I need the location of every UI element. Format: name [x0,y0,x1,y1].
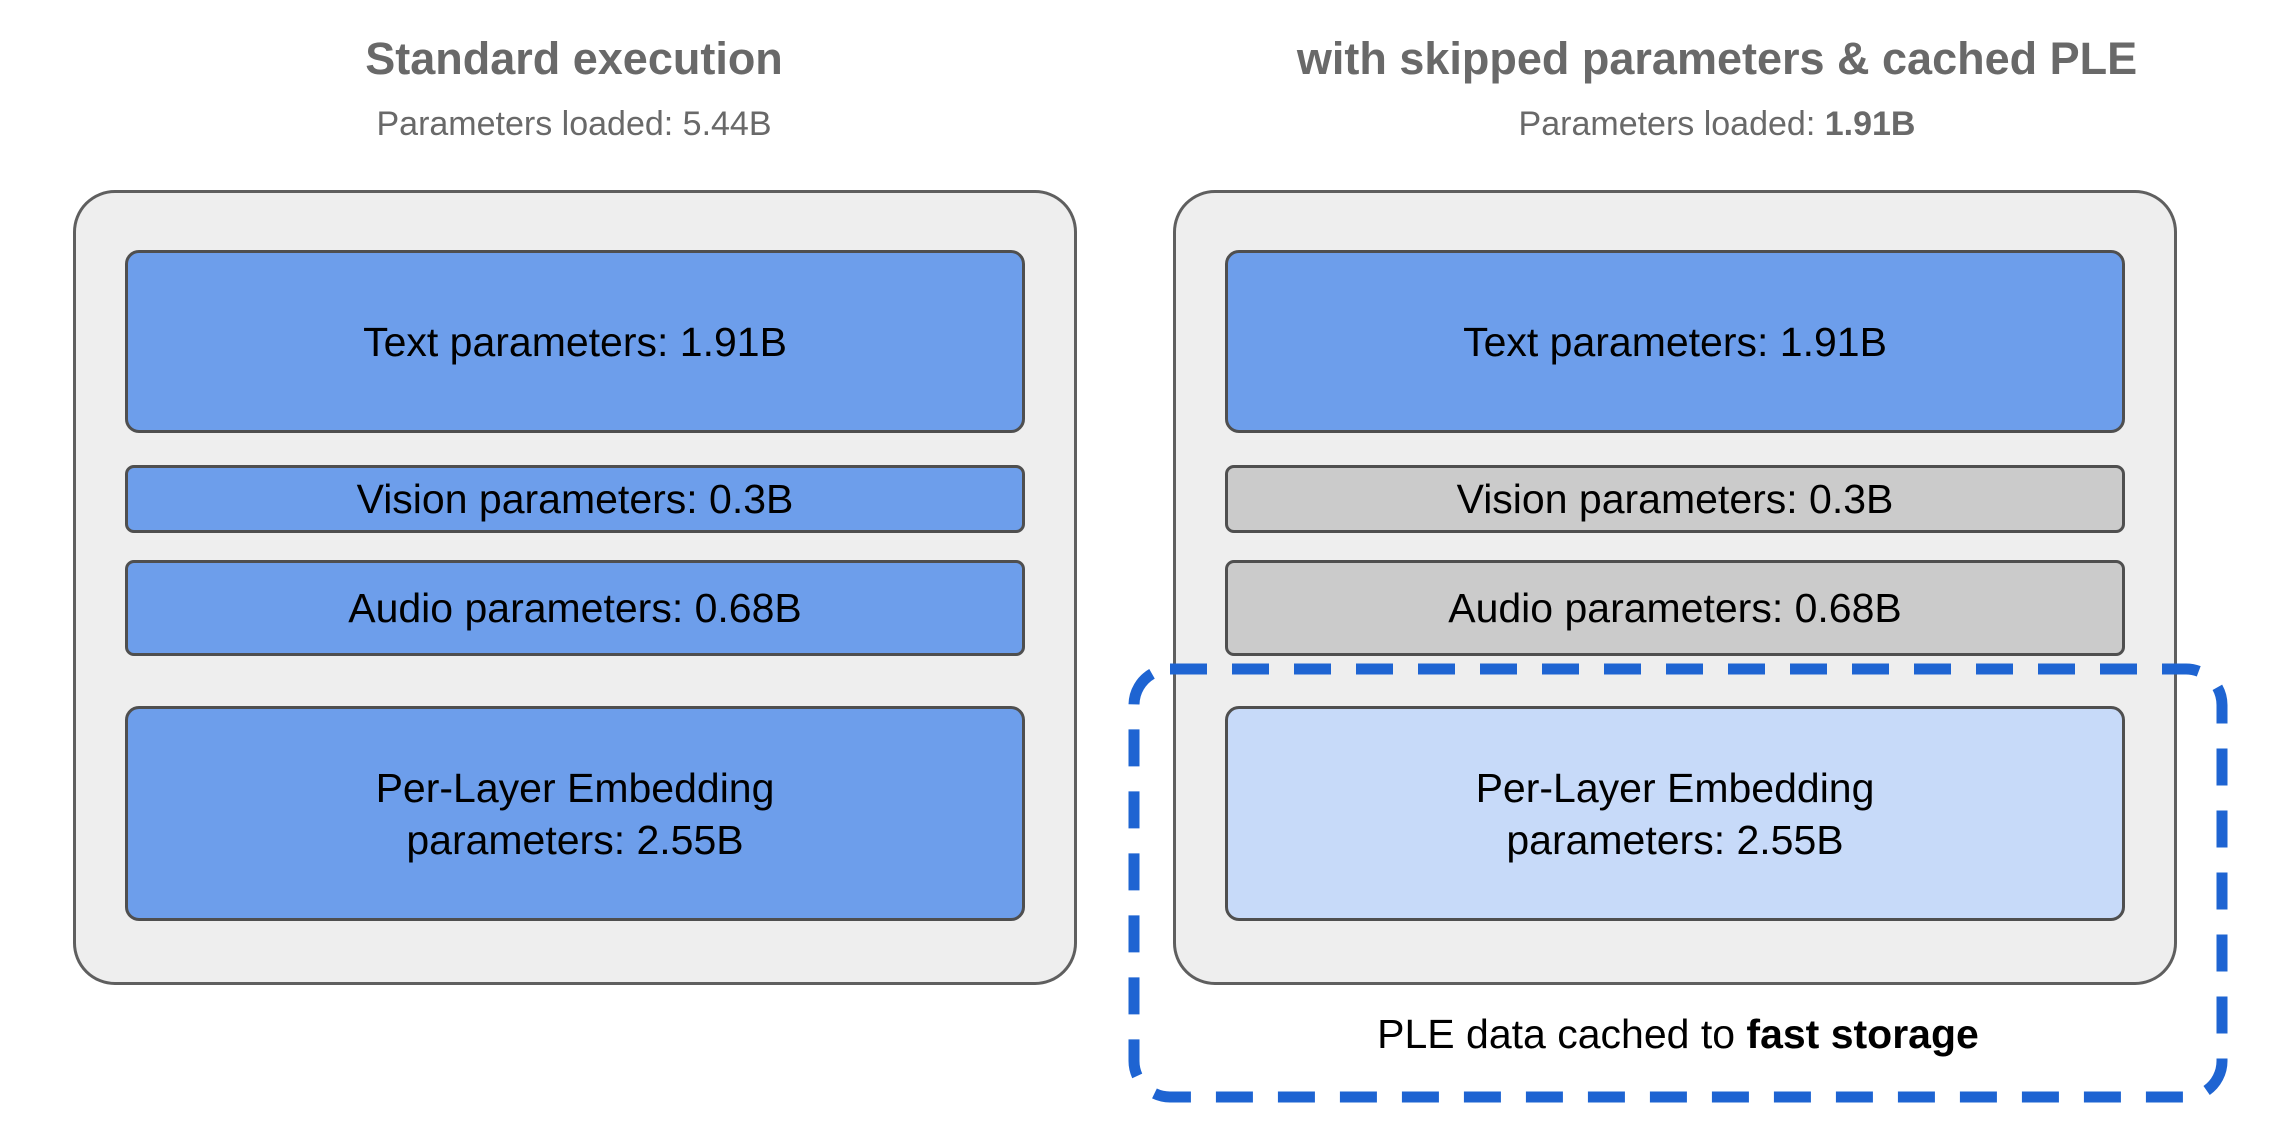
right-ple-params-label-line2: parameters: 2.55B [1506,816,1844,863]
right-ple-params-bar-cached: Per-Layer Embedding parameters: 2.55B [1225,706,2125,921]
right-audio-params-bar-skipped: Audio parameters: 0.68B [1225,560,2125,656]
left-ple-params-label-line2: parameters: 2.55B [406,816,744,863]
left-ple-params-bar: Per-Layer Embedding parameters: 2.55B [125,706,1025,921]
left-panel-subtitle: Parameters loaded: 5.44B [0,102,1148,146]
right-model-container: Text parameters: 1.91B Vision parameters… [1173,190,2177,985]
right-vision-params-label: Vision parameters: 0.3B [1456,476,1894,522]
right-audio-params-label: Audio parameters: 0.68B [1448,585,1902,631]
right-text-params-bar: Text parameters: 1.91B [1225,250,2125,433]
right-ple-params-label-line1: Per-Layer Embedding [1475,764,1875,811]
left-text-params-bar: Text parameters: 1.91B [125,250,1025,433]
left-ple-params-label-line1: Per-Layer Embedding [375,764,775,811]
left-text-params-label: Text parameters: 1.91B [363,318,787,365]
left-audio-params-label: Audio parameters: 0.68B [348,585,802,631]
cached-ple-dashed-outline [1128,663,2228,1103]
right-panel-header: with skipped parameters & cached PLE Par… [1148,30,2286,146]
left-vision-params-bar: Vision parameters: 0.3B [125,465,1025,533]
left-audio-params-bar: Audio parameters: 0.68B [125,560,1025,656]
left-panel-header: Standard execution Parameters loaded: 5.… [0,30,1148,146]
right-subtitle-value: 1.91B [1824,105,1916,143]
cache-caption-bold: fast storage [1746,1011,1979,1057]
right-panel-subtitle: Parameters loaded: 1.91B [1148,102,2286,146]
left-model-container: Text parameters: 1.91B Vision parameters… [73,190,1077,985]
left-subtitle-value: 5.44B [682,105,772,143]
left-vision-params-label: Vision parameters: 0.3B [356,476,794,522]
cache-caption: PLE data cached to fast storage [1133,1008,2223,1060]
left-subtitle-prefix: Parameters loaded: [376,105,683,143]
right-subtitle-prefix: Parameters loaded: [1518,105,1825,143]
left-panel-title: Standard execution [365,33,783,84]
right-vision-params-bar-skipped: Vision parameters: 0.3B [1225,465,2125,533]
right-text-params-label: Text parameters: 1.91B [1463,318,1887,365]
cache-caption-prefix: PLE data cached to [1377,1011,1747,1057]
right-panel-title: with skipped parameters & cached PLE [1296,33,2138,84]
